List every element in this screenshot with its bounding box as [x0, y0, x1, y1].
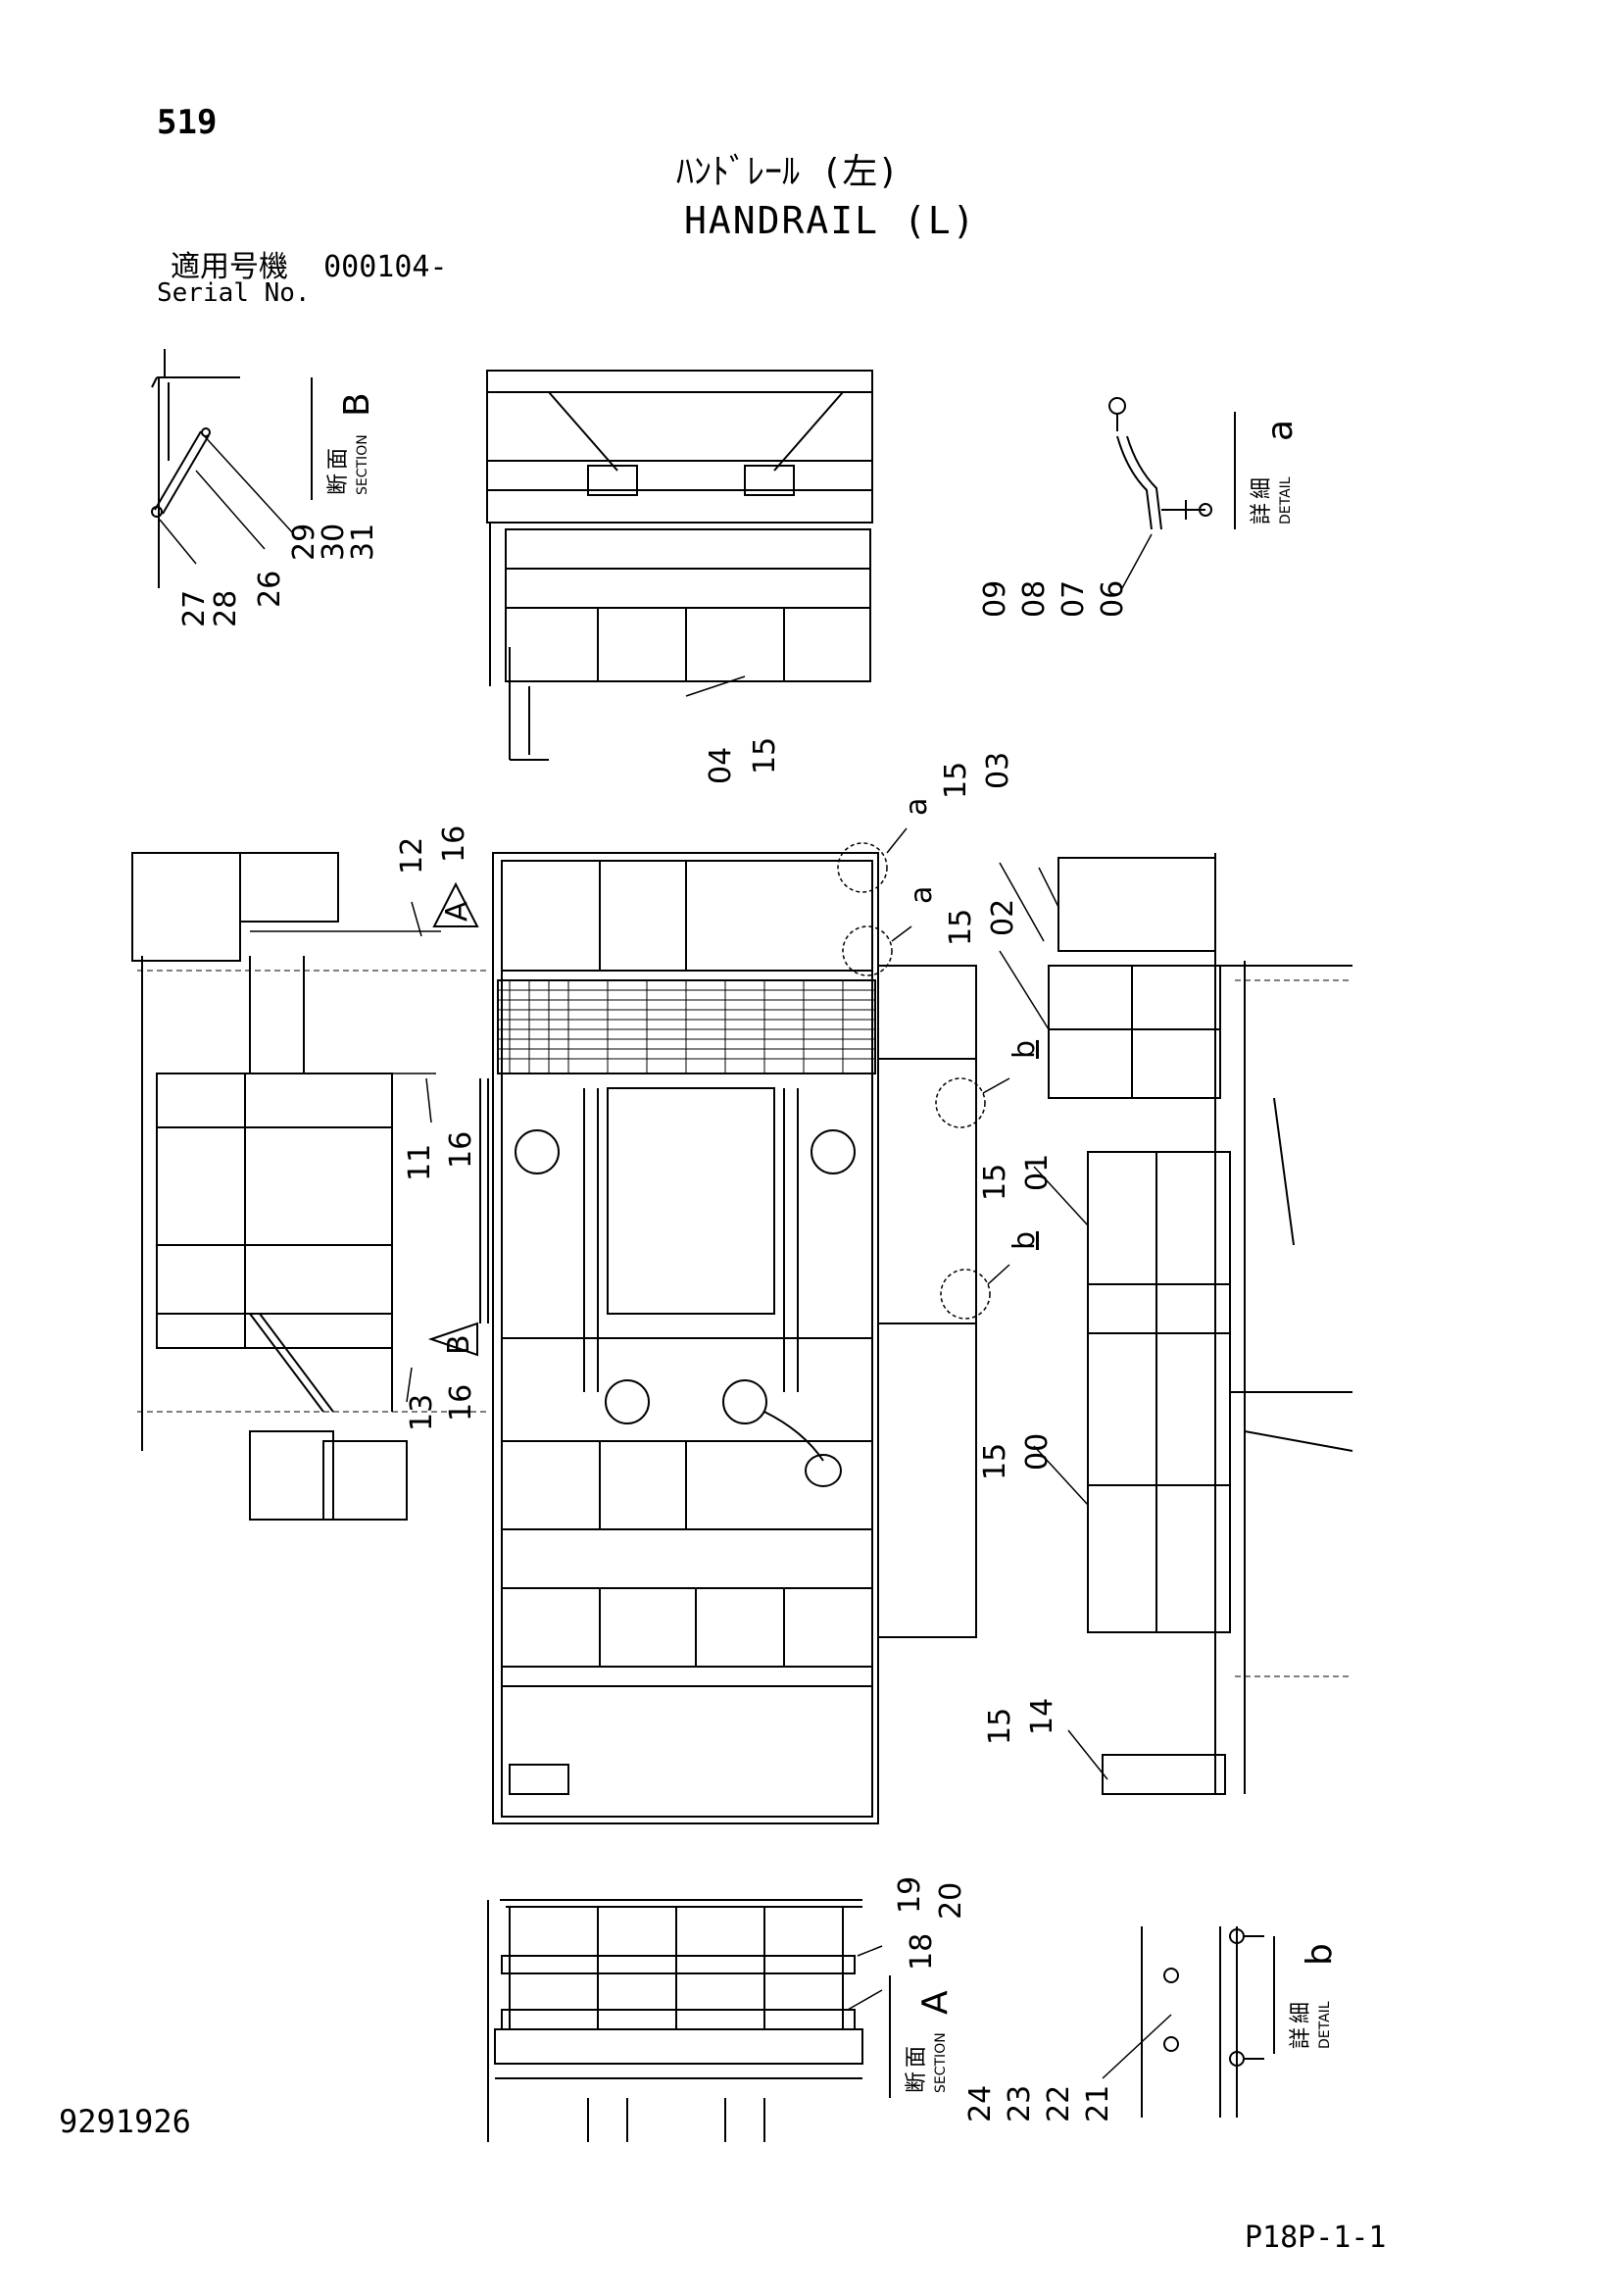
- detail-a-jp-bottom: 細: [1250, 477, 1274, 499]
- detail-b-view: [1102, 1926, 1264, 2118]
- callout-18: 18: [905, 1933, 939, 1971]
- callout-08: 08: [1017, 580, 1052, 618]
- left-side-view: [131, 852, 490, 1521]
- callout-03: 03: [981, 752, 1015, 789]
- detail-b-letter: b: [1300, 1943, 1340, 1966]
- callout-15-01-a: 15: [978, 1164, 1012, 1201]
- section-a-view: [487, 1899, 883, 2142]
- callout-11: 11: [403, 1144, 437, 1181]
- section-b-jp-bottom: 面: [326, 448, 351, 470]
- detail-circles: [837, 842, 991, 1320]
- view-arrow-b: [427, 1322, 478, 1357]
- section-b-view: [151, 349, 295, 588]
- callout-16-b: 16: [444, 1131, 478, 1169]
- callout-15-03-a: 15: [939, 762, 973, 799]
- serial-label-en: Serial No.: [157, 278, 311, 308]
- section-a-jp-top: 断: [905, 2071, 929, 2093]
- callout-06: 06: [1096, 580, 1130, 618]
- callout-21: 21: [1081, 2085, 1115, 2122]
- callout-07: 07: [1057, 580, 1091, 618]
- label-section-a: 断 面 SECTION A: [889, 1975, 956, 2098]
- callout-04: 04: [704, 747, 738, 784]
- detail-b-jp-top: 詳: [1289, 2027, 1313, 2049]
- callout-22: 22: [1042, 2085, 1076, 2122]
- callout-29: 29: [287, 524, 321, 561]
- callout-00: 00: [1020, 1433, 1055, 1471]
- detail-marker-b1: b: [1008, 1040, 1042, 1059]
- callout-13: 13: [405, 1394, 439, 1431]
- detail-leaders: [406, 827, 1108, 1780]
- callout-30: 30: [317, 524, 351, 561]
- part-callouts: 29 30 31 27 28 26 09 08 07 06 04 15 12 1…: [177, 524, 1130, 2122]
- right-side-view: [1038, 853, 1353, 1795]
- serial-applicability: 適用号機 000104-: [171, 253, 448, 282]
- detail-marker-a2: a: [905, 886, 939, 904]
- callout-28: 28: [209, 590, 243, 627]
- callout-15-a: 15: [748, 737, 782, 774]
- callout-16-c: 16: [444, 1384, 478, 1422]
- callout-02: 02: [986, 899, 1020, 936]
- title-english: HANDRAIL (L): [684, 199, 977, 242]
- section-b-letter: B: [337, 392, 377, 417]
- callout-23: 23: [1003, 2085, 1037, 2122]
- detail-b-jp-bottom: 細: [1289, 2002, 1313, 2023]
- page-code: P18P-1-1: [1245, 2221, 1387, 2255]
- serial-label-jp: 適用号機: [171, 250, 288, 284]
- callout-15-02-a: 15: [944, 909, 978, 946]
- view-markers: A B a a b b: [440, 798, 1042, 1355]
- label-detail-b: 詳 細 DETAIL b: [1273, 1936, 1340, 2054]
- callout-31: 31: [346, 524, 380, 561]
- callout-27: 27: [177, 590, 212, 627]
- callout-15-14-a: 15: [983, 1708, 1017, 1745]
- view-arrow-a-letter: A: [440, 901, 474, 922]
- callout-01: 01: [1020, 1154, 1055, 1191]
- callout-12: 12: [395, 837, 429, 874]
- callout-26: 26: [253, 571, 287, 608]
- callout-16-a: 16: [437, 825, 471, 863]
- callout-14: 14: [1025, 1698, 1059, 1735]
- label-detail-a: 詳 細 DETAIL a: [1234, 412, 1301, 529]
- detail-a-letter: a: [1260, 420, 1301, 441]
- callout-20: 20: [934, 1882, 968, 1920]
- section-a-en: SECTION: [933, 2032, 949, 2093]
- page-number: 519: [157, 103, 218, 142]
- section-b-en: SECTION: [355, 434, 370, 495]
- detail-b-en: DETAIL: [1317, 2001, 1333, 2049]
- callout-09: 09: [978, 580, 1012, 618]
- detail-a-view: [1108, 397, 1212, 589]
- top-elevation-view: [486, 370, 873, 761]
- callout-19: 19: [893, 1876, 927, 1914]
- detail-a-jp-top: 詳: [1250, 503, 1274, 524]
- detail-marker-a1: a: [900, 798, 934, 816]
- title-japanese: ﾊﾝﾄﾞﾚｰﾙ (左): [676, 152, 900, 192]
- section-b-jp-top: 断: [326, 474, 351, 495]
- detail-marker-b2: b: [1008, 1231, 1042, 1250]
- view-arrow-a: [432, 881, 479, 927]
- label-section-b: 断 面 SECTION B: [311, 377, 377, 500]
- section-a-letter: A: [915, 1990, 956, 2015]
- callout-15-00-a: 15: [978, 1443, 1012, 1480]
- detail-a-en: DETAIL: [1278, 476, 1294, 524]
- document-number: 9291926: [59, 2103, 191, 2140]
- main-plan-view: [479, 852, 977, 1824]
- serial-value: 000104-: [323, 250, 448, 284]
- view-arrow-b-letter: B: [442, 1334, 476, 1355]
- section-a-jp-bottom: 面: [905, 2046, 929, 2068]
- callout-24: 24: [963, 2085, 998, 2122]
